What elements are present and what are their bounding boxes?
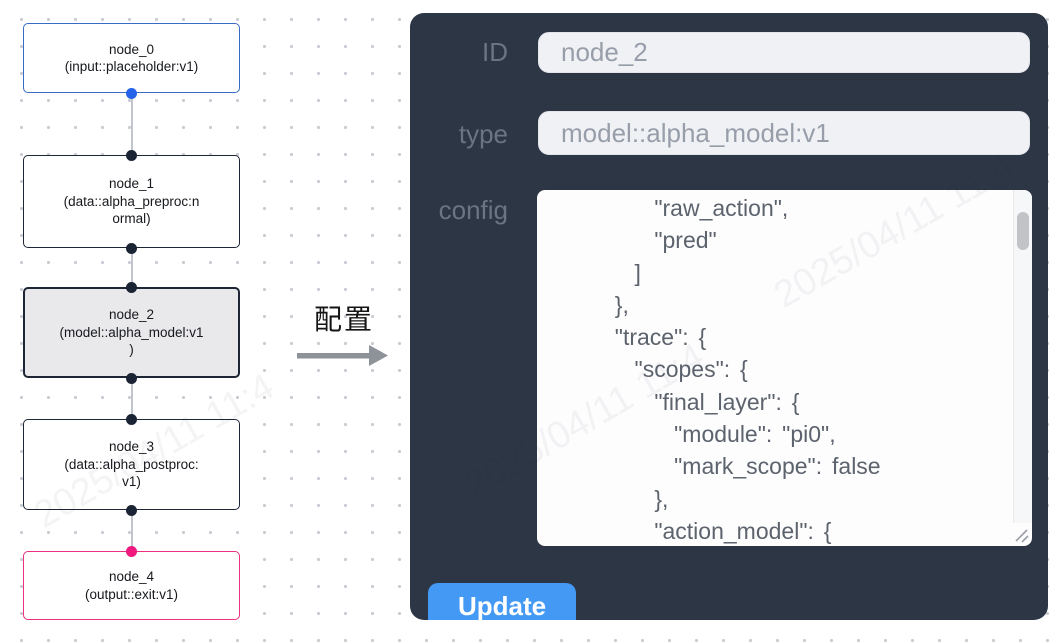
- configure-label: 配置: [313, 304, 374, 335]
- port-node3-in[interactable]: [126, 414, 137, 425]
- edge-node0-node1: [130, 93, 133, 155]
- port-node1-in[interactable]: [126, 150, 137, 161]
- port-node3-out[interactable]: [126, 505, 137, 516]
- type-field-label: type: [458, 119, 508, 149]
- textarea-resize-handle[interactable]: [1013, 527, 1030, 544]
- right-arrow-icon: [297, 345, 388, 366]
- id-field-label: ID: [482, 37, 508, 67]
- port-node4-in[interactable]: [126, 546, 137, 557]
- graph-node-node_0[interactable]: node_0 (input::placeholder:v1): [23, 23, 240, 93]
- port-node2-in[interactable]: [126, 282, 137, 293]
- config-field-label: config: [438, 195, 508, 225]
- graph-node-node_2-selected[interactable]: node_2 (model::alpha_model:v1 ): [23, 287, 240, 378]
- graph-node-node_1[interactable]: node_1 (data::alpha_preproc:n ormal): [23, 155, 240, 248]
- node-config-panel: ID type config "raw_action", "pred" ] },…: [410, 13, 1048, 620]
- config-scrollbar-thumb[interactable]: [1017, 212, 1029, 250]
- edge-node2-node3: [130, 378, 133, 419]
- edge-node3-node4: [130, 510, 133, 551]
- transition-annotation: 配置: [294, 298, 394, 368]
- config-json-text: "raw_action", "pred" ] }, "trace": { "sc…: [614, 195, 881, 544]
- config-textarea[interactable]: "raw_action", "pred" ] }, "trace": { "sc…: [537, 190, 1032, 546]
- id-input[interactable]: [538, 32, 1030, 73]
- update-button[interactable]: Update: [428, 583, 576, 620]
- port-node1-out[interactable]: [126, 243, 137, 254]
- port-node2-out[interactable]: [126, 373, 137, 384]
- graph-node-node_3[interactable]: node_3 (data::alpha_postproc: v1): [23, 419, 240, 510]
- port-node0-out[interactable]: [126, 88, 137, 99]
- edge-node1-node2: [130, 248, 133, 287]
- type-input[interactable]: [538, 111, 1030, 155]
- graph-node-node_4[interactable]: node_4 (output::exit:v1): [23, 551, 240, 620]
- pipeline-graph: node_0 (input::placeholder:v1) node_1 (d…: [0, 0, 400, 643]
- config-scrollbar-track[interactable]: [1013, 190, 1032, 523]
